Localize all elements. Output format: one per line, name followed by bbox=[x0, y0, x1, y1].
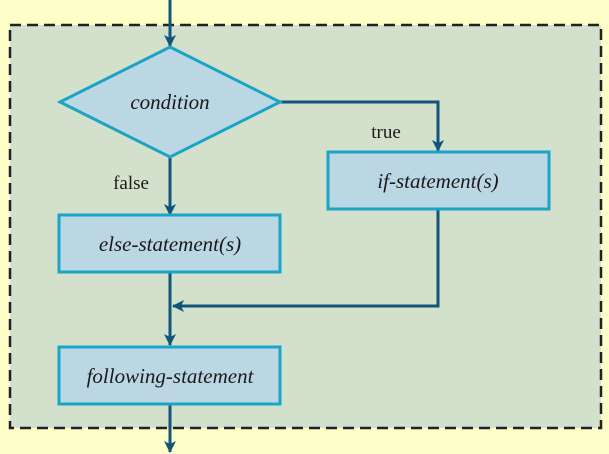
condition-node: condition bbox=[56, 45, 284, 159]
if-statement-node: if-statement(s) bbox=[326, 150, 551, 211]
condition-label: condition bbox=[130, 90, 209, 114]
if-statement-label: if-statement(s) bbox=[377, 169, 498, 193]
false-edge-label: false bbox=[113, 173, 149, 194]
true-branch-arrow bbox=[280, 100, 444, 152]
else-statement-box bbox=[57, 213, 282, 274]
true-edge-label: true bbox=[371, 122, 401, 143]
condition-diamond bbox=[56, 45, 284, 159]
else-statement-label: else-statement(s) bbox=[99, 232, 241, 256]
following-statement-box bbox=[57, 345, 282, 406]
if-merge-arrow bbox=[172, 210, 440, 312]
edges bbox=[164, 0, 444, 453]
following-statement-node: following-statement bbox=[57, 345, 282, 406]
following-statement-label: following-statement bbox=[87, 364, 255, 388]
if-statement-box bbox=[326, 150, 551, 211]
else-statement-node: else-statement(s) bbox=[57, 213, 282, 274]
